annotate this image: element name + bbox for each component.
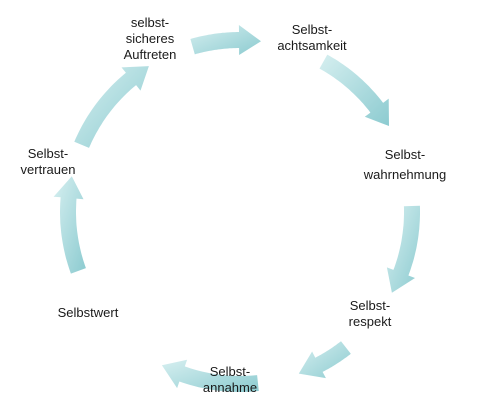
node-selbstrespekt: Selbst- respekt <box>330 298 410 330</box>
node-line: wahrnehmung <box>363 167 447 182</box>
cycle-arrow-1: selbstsicheres Auftreten → Selbstachtsam… <box>190 25 261 55</box>
node-line: Selbst- <box>349 298 391 313</box>
node-line: respekt <box>348 314 392 329</box>
node-selbstannahme: Selbst- annahme <box>190 364 270 396</box>
node-line: Selbst- <box>209 364 251 379</box>
node-line: annahme <box>202 380 258 395</box>
node-selbstwert: Selbstwert <box>38 305 138 321</box>
node-line: Selbst- <box>27 146 69 161</box>
cycle-arrow-7: Selbstvertrauen → selbstsicheres Auftret… <box>74 66 149 148</box>
node-line: Selbst- <box>384 147 426 162</box>
node-selbstvertrauen: Selbst- vertrauen <box>8 146 88 178</box>
cycle-arrow-5: Selbstannahme → Selbstwert <box>161 359 259 392</box>
cycle-arrow-2: Selbstachtsamkeit → Selbstwahrnehmung <box>319 54 389 126</box>
node-selbstachtsamkeit: Selbst- achtsamkeit <box>262 22 362 54</box>
node-line: selbst- <box>130 15 170 30</box>
node-line: achtsamkeit <box>277 38 347 53</box>
node-line: Auftreten <box>123 47 177 62</box>
node-selbstsicheres-auftreten: selbst- sicheres Auftreten <box>110 15 190 63</box>
cycle-arrow-4: Selbstrespekt → Selbstannahme <box>298 341 351 379</box>
cycle-arrow-6: Selbstwert → Selbstvertrauen <box>53 176 86 274</box>
cycle-arrow-3: Selbstwahrnehmung → Selbstrespekt <box>386 205 420 293</box>
node-line: Selbst- <box>291 22 333 37</box>
node-line: Selbstwert <box>57 305 119 320</box>
node-line: vertrauen <box>20 162 76 177</box>
node-selbstwahrnehmung: Selbst- wahrnehmung <box>350 145 460 185</box>
node-line: sicheres <box>125 31 175 46</box>
